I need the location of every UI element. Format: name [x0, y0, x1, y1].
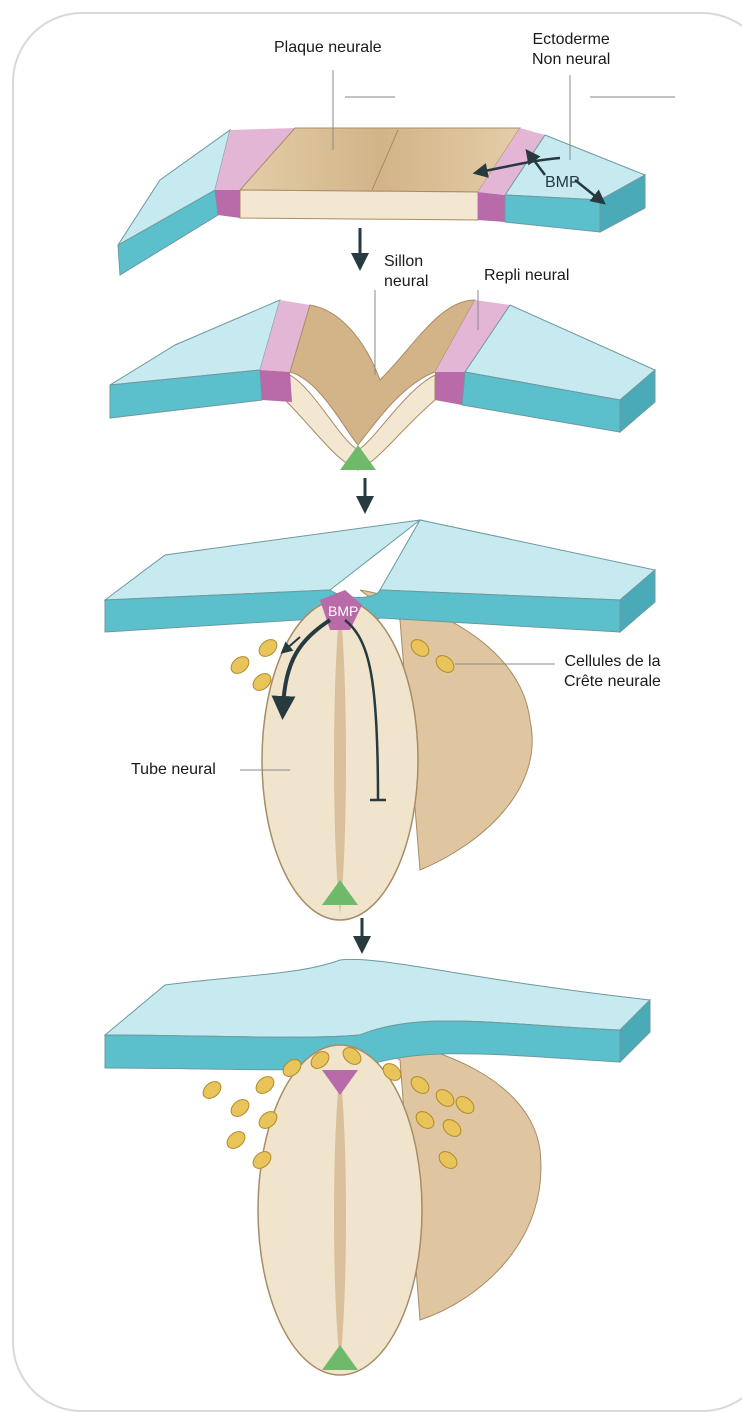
label-ectoderme-line2: Non neural — [532, 50, 610, 70]
label-repli-neural: Repli neural — [482, 266, 571, 286]
label-sillon-line1: Sillon — [384, 252, 428, 272]
bmp-label-1: BMP — [545, 174, 580, 191]
closing-ectoderm-top — [105, 520, 420, 600]
crest-cell — [256, 636, 280, 660]
stage-2-neural-groove — [110, 300, 655, 470]
stage-4-neural-tube — [105, 959, 650, 1375]
label-cellules-crete: Cellules de la Crête neurale — [562, 652, 663, 692]
crest-cell — [200, 1078, 224, 1102]
crest-cell — [228, 653, 252, 677]
stage-3-closing-tube: BMP — [105, 520, 655, 920]
purple-roof-right — [478, 192, 505, 222]
plate-side — [240, 190, 478, 220]
label-cellules-line1: Cellules de la — [564, 652, 661, 672]
groove-purple-right — [435, 372, 465, 405]
label-ectoderme-line1: Ectoderme — [532, 30, 610, 50]
crest-cell — [224, 1128, 248, 1152]
label-cellules-line2: Crête neurale — [564, 672, 661, 692]
label-tube-neural: Tube neural — [129, 760, 218, 780]
label-sillon-line2: neural — [384, 272, 428, 292]
groove-purple-left — [260, 370, 292, 402]
label-ectoderme: Ectoderme Non neural — [530, 30, 612, 70]
purple-roof-left — [215, 190, 240, 218]
crest-cell — [253, 1073, 277, 1097]
crest-cell — [228, 1096, 252, 1120]
ectoderm-top-4 — [105, 959, 650, 1037]
label-plaque-neurale: Plaque neurale — [272, 38, 384, 58]
closing-ectoderm-top-right — [380, 520, 655, 600]
ectoderm-right-side — [505, 195, 600, 232]
bmp-label-2: BMP — [328, 603, 358, 619]
label-sillon-neural: Sillon neural — [382, 252, 430, 292]
